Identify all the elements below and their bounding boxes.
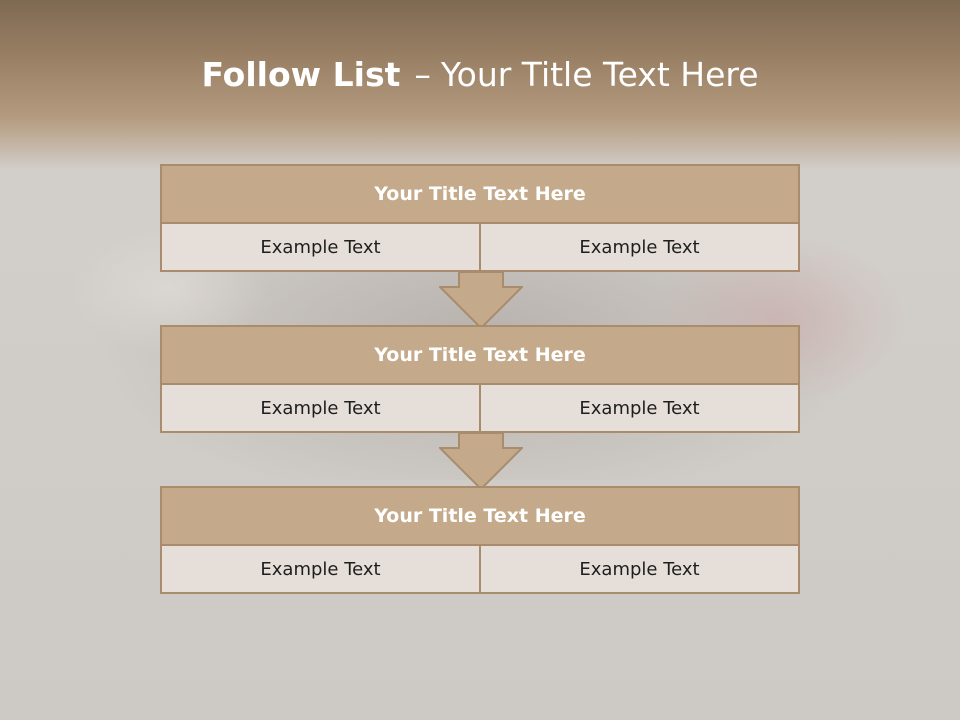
title-banner [0,0,960,170]
step-2-right-text: Example Text [479,385,798,431]
step-box-2: Your Title Text Here Example Text Exampl… [160,325,800,433]
step-3-right-text: Example Text [479,546,798,592]
step-1-right-text: Example Text [479,224,798,270]
down-arrow-icon-1 [439,271,523,329]
step-box-3: Your Title Text Here Example Text Exampl… [160,486,800,594]
step-row-2: Example Text Example Text [162,385,798,431]
step-row-3: Example Text Example Text [162,546,798,592]
down-arrow-icon-2 [439,432,523,490]
step-title-3: Your Title Text Here [162,488,798,546]
slide-title: Follow List–Your Title Text Here [0,52,960,98]
step-box-1: Your Title Text Here Example Text Exampl… [160,164,800,272]
step-1-left-text: Example Text [260,236,381,258]
step-title-2: Your Title Text Here [162,327,798,385]
slide-title-bold: Follow List [201,55,401,94]
step-row-1: Example Text Example Text [162,224,798,270]
step-title-1: Your Title Text Here [162,166,798,224]
slide-title-rest: Your Title Text Here [440,55,759,94]
step-2-left-text: Example Text [260,397,381,419]
slide-title-dash: – [414,55,431,94]
step-3-left-text: Example Text [260,558,381,580]
